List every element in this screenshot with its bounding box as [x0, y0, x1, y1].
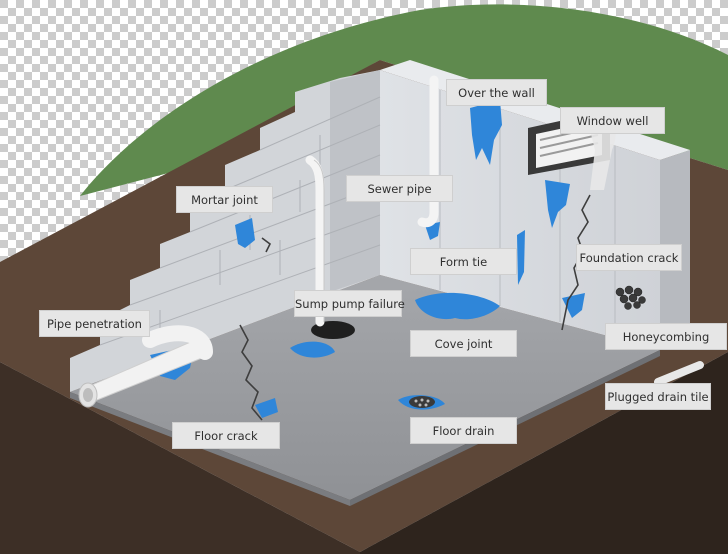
floor-crack-puddle	[255, 398, 278, 418]
sewer-pipe	[417, 75, 439, 228]
mortar-crack-line	[261, 237, 272, 253]
window-leak	[545, 180, 570, 228]
floor-drain	[409, 396, 435, 408]
label-sewer-pipe: Sewer pipe	[346, 175, 453, 202]
label-floor-crack: Floor crack	[172, 422, 280, 449]
soil-left-face	[0, 362, 360, 554]
label-pipe-penetration: Pipe penetration	[39, 310, 150, 337]
label-mortar-joint: Mortar joint	[176, 186, 273, 213]
sump-puddle	[290, 341, 335, 358]
floor-puddle-center	[415, 292, 500, 320]
label-plugged-drain-tile: Plugged drain tile	[605, 383, 711, 410]
sump-pipe-outline	[313, 159, 325, 322]
honeycombing	[615, 285, 646, 310]
label-honeycombing: Honeycombing	[605, 323, 727, 350]
label-over-the-wall: Over the wall	[446, 79, 547, 106]
label-window-well: Window well	[560, 107, 665, 134]
form-tie-leak	[517, 230, 525, 285]
floor-front-edge-left	[70, 392, 350, 506]
mortar-joint-leak	[235, 218, 255, 248]
over-the-wall-leak	[470, 100, 502, 165]
label-foundation-crack: Foundation crack	[576, 244, 682, 271]
label-sump-pump-failure: Sump pump failure	[294, 290, 405, 317]
pipe	[78, 325, 213, 408]
grass-area	[80, 4, 728, 196]
drain-tile	[654, 361, 704, 386]
label-cove-joint: Cove joint	[410, 330, 517, 357]
floor-crack-line	[239, 324, 263, 421]
label-floor-drain: Floor drain	[410, 417, 517, 444]
sump-pipe	[305, 155, 325, 327]
label-form-tie: Form tie	[410, 248, 517, 275]
